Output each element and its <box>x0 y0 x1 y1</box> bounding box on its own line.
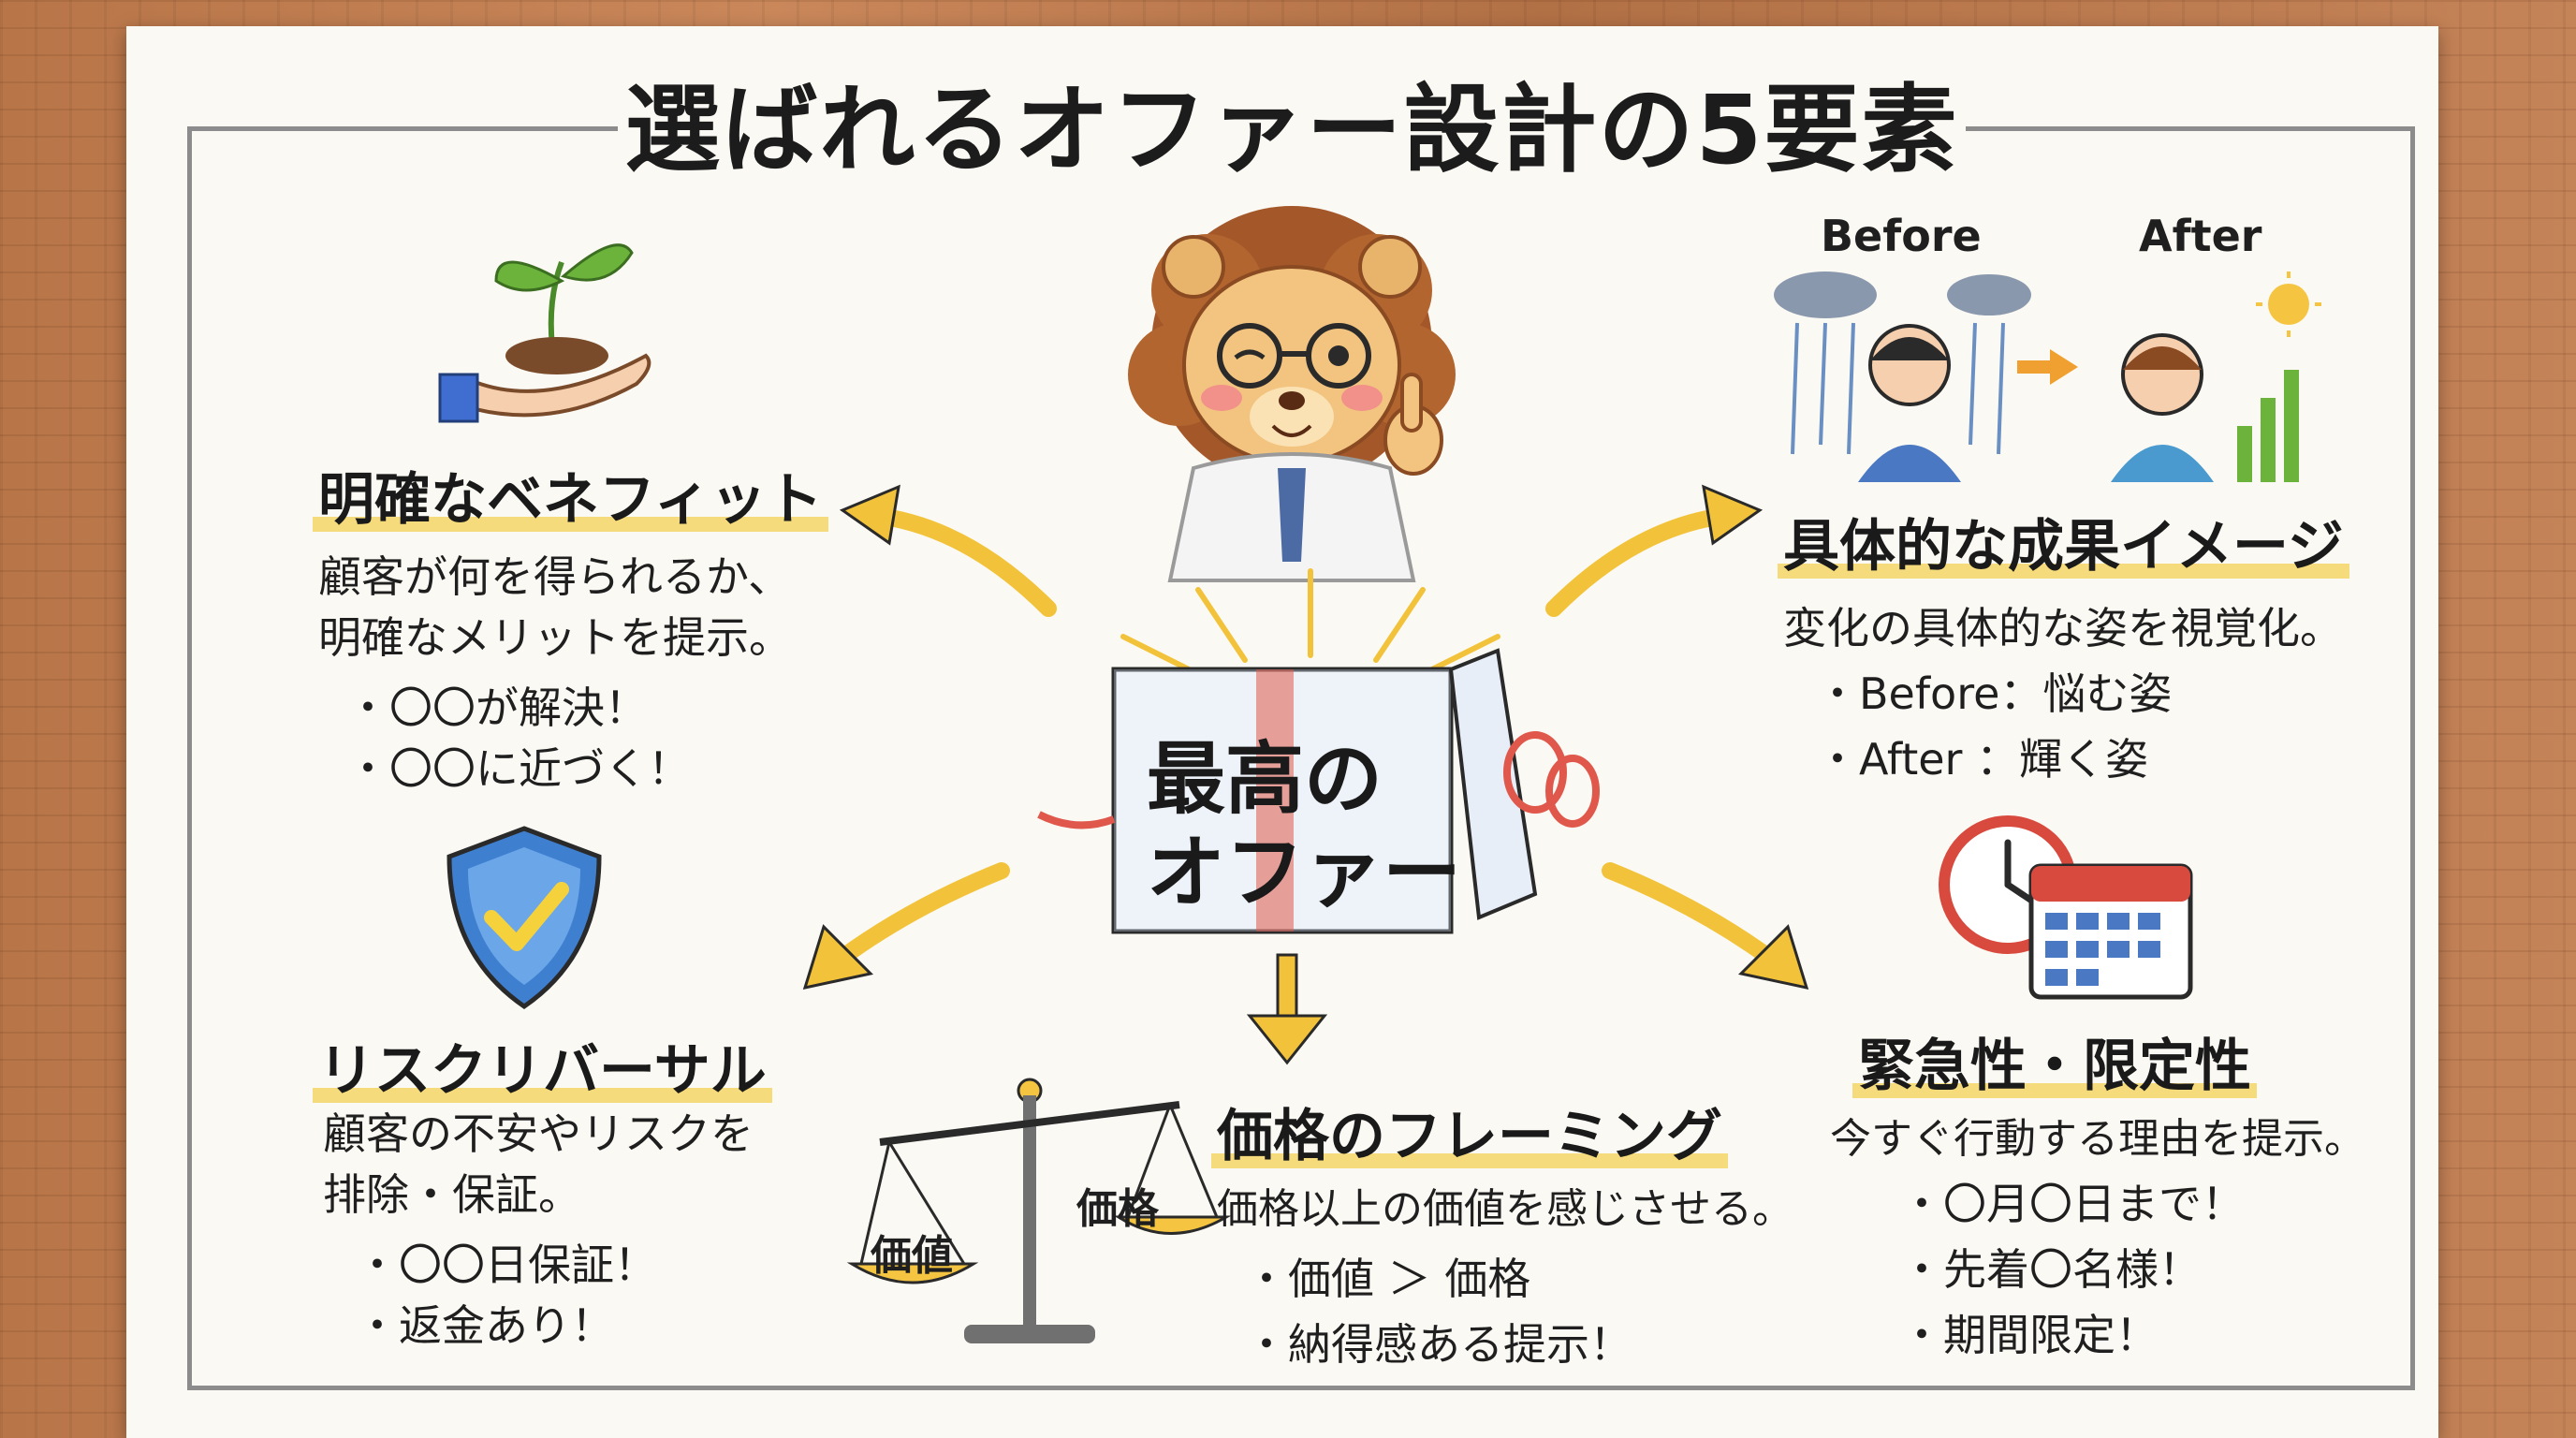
benefit-desc-line1: 顧客が何を得られるか、 <box>318 551 792 602</box>
risk-desc-line2: 排除・保証。 <box>323 1169 581 1220</box>
before-label: Before <box>1821 211 1982 261</box>
benefit-bullet-2: ・〇〇に近づく！ <box>346 743 691 794</box>
price-bullet-1: ・価値 ＞ 価格 <box>1245 1254 1531 1304</box>
gift-box-illustration <box>1037 568 1600 934</box>
scale-left-label: 価値 <box>871 1232 953 1280</box>
benefit-heading: 明確なベネフィット <box>313 454 828 536</box>
price-desc: 価格以上の価値を感じさせる。 <box>1217 1185 1793 1233</box>
urgency-bullet-3: ・期間限定！ <box>1900 1310 2159 1360</box>
balance-scale-icon <box>846 1078 1232 1343</box>
urgency-desc: 今すぐ行動する理由を提示。 <box>1830 1115 2365 1163</box>
urgency-heading: 緊急性・限定性 <box>1852 1020 2257 1102</box>
hand-with-sprout-icon <box>438 243 651 423</box>
arrow-to-result-icon <box>1545 484 1764 617</box>
shield-check-icon <box>446 826 602 1010</box>
result-desc: 変化の具体的な姿を視覚化。 <box>1783 603 2343 653</box>
benefit-desc-line2: 明確なメリットを提示。 <box>318 612 792 663</box>
result-bullet-1: ・Before：悩む姿 <box>1816 668 2173 719</box>
lion-mascot-illustration <box>1128 206 1456 582</box>
gift-box-text-line1: 最高の <box>1147 733 1383 825</box>
after-label: After <box>2139 211 2262 261</box>
result-bullet-2: ・After ：輝く姿 <box>1816 734 2149 785</box>
price-heading: 価格のフレーミング <box>1211 1091 1728 1172</box>
urgency-bullet-1: ・〇月〇日まで！ <box>1900 1179 2245 1229</box>
risk-desc-line1: 顧客の不安やリスクを <box>323 1108 754 1159</box>
before-after-illustration <box>1774 271 2321 482</box>
risk-bullet-1: ・〇〇日保証！ <box>356 1240 657 1290</box>
clock-calendar-icon <box>1939 815 2193 1000</box>
scale-right-label: 価格 <box>1076 1185 1159 1233</box>
risk-bullet-2: ・返金あり！ <box>356 1300 614 1351</box>
gift-box-text-line2: オファー <box>1147 827 1462 918</box>
result-heading: 具体的な成果イメージ <box>1778 501 2349 582</box>
benefit-bullet-1: ・〇〇が解決！ <box>346 682 648 733</box>
urgency-bullet-2: ・先着〇名様！ <box>1900 1244 2202 1295</box>
arrow-to-price-icon <box>1246 953 1328 1065</box>
arrow-to-urgency-icon <box>1602 862 1809 990</box>
risk-heading: リスクリバーサル <box>313 1025 772 1107</box>
arrow-to-benefit-icon <box>839 484 1057 617</box>
title-container: 選ばれるオファー設計の5要素 <box>615 66 1969 197</box>
arrow-to-risk-icon <box>802 862 1010 990</box>
page-title: 選ばれるオファー設計の5要素 <box>615 66 1969 197</box>
price-bullet-2: ・納得感ある提示！ <box>1245 1319 1632 1370</box>
